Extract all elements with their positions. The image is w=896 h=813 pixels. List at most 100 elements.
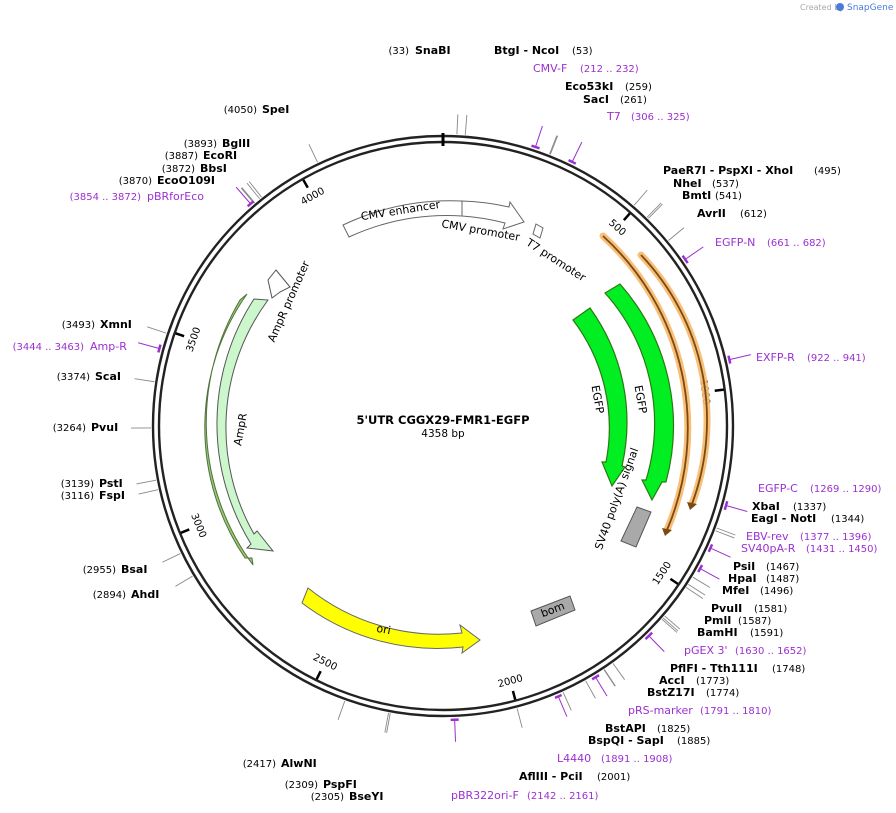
primer-l4440[interactable]: L4440 (1891 .. 1908) bbox=[557, 752, 673, 765]
site-eagi-noti[interactable]: EagI - NotI (1344) bbox=[751, 512, 864, 525]
site-bstz17i[interactable]: BstZ17I (1774) bbox=[647, 686, 739, 699]
site-paer7i[interactable]: PaeR7I - PspXI - XhoI (495) bbox=[663, 164, 841, 177]
site-pvuii[interactable]: PvuII (1581) bbox=[711, 602, 787, 615]
primer-sv40par-name: SV40pA-R bbox=[741, 542, 796, 555]
snapgene-credit: Created by SnapGene bbox=[800, 3, 894, 13]
primer-t7[interactable]: T7 (306 .. 325) bbox=[606, 110, 690, 123]
tick-4000 bbox=[302, 179, 309, 189]
feature-cmv[interactable]: CMV enhancer CMV promoter bbox=[342, 198, 525, 244]
leader-bstz17i bbox=[603, 669, 616, 687]
primer-mark-ebvrev bbox=[707, 543, 714, 553]
site-nhei[interactable]: NheI (537) bbox=[673, 177, 739, 190]
site-ecoo109i[interactable]: (3870) EcoO109I bbox=[119, 174, 215, 187]
primer-cmvf[interactable]: CMV-F (212 .. 232) bbox=[533, 62, 639, 75]
ori-arrow bbox=[301, 587, 481, 655]
site-avrii[interactable]: AvrII (612) bbox=[697, 207, 767, 220]
site-xhoi-name: - XhoI bbox=[753, 164, 793, 177]
primer-pbrforeco-range: (3854 .. 3872) bbox=[70, 192, 142, 203]
site-acci[interactable]: AccI (1773) bbox=[659, 674, 729, 687]
site-bbsi[interactable]: (3872) BbsI bbox=[162, 162, 227, 175]
site-bspqi-name: BspQI bbox=[588, 734, 624, 747]
site-bsai[interactable]: (2955) BsaI bbox=[83, 563, 148, 576]
site-btgi-ncoi[interactable]: BtgI - NcoI (53) bbox=[494, 44, 593, 57]
site-bspqi-text: BspQI - SapI bbox=[588, 734, 664, 747]
site-saci[interactable]: SacI (261) bbox=[583, 93, 647, 106]
site-bseyi[interactable]: (2305) BseYI bbox=[311, 790, 384, 803]
site-scai-name: ScaI bbox=[95, 370, 121, 383]
site-bsai-pos: (2955) bbox=[83, 565, 116, 576]
site-pspfi[interactable]: (2309) PspFI bbox=[285, 778, 357, 791]
site-mfei[interactable]: MfeI (1496) bbox=[722, 584, 793, 597]
primer-egfpn-range: (661 .. 682) bbox=[767, 238, 826, 249]
feature-ori[interactable]: ori bbox=[301, 587, 481, 655]
primer-mark-sv40par bbox=[697, 564, 704, 573]
primer-pbrforeco[interactable]: (3854 .. 3872) pBRforEco bbox=[70, 190, 205, 203]
primer-ebvrev-range: (1377 .. 1396) bbox=[800, 532, 872, 543]
site-fspi-pos: (3116) bbox=[61, 491, 94, 502]
primer-ebvrev[interactable]: EBV-rev (1377 .. 1396) bbox=[746, 530, 872, 543]
feature-ampr-promoter[interactable]: AmpR promoter bbox=[265, 259, 313, 345]
site-ecori[interactable]: (3887) EcoRI bbox=[165, 149, 237, 162]
site-bmti[interactable]: BmtI (541) bbox=[682, 189, 742, 202]
primer-amprp[interactable]: (3444 .. 3463) Amp-R bbox=[13, 340, 128, 353]
leader-fspi bbox=[138, 489, 159, 495]
site-scai[interactable]: (3374) ScaI bbox=[57, 370, 121, 383]
primer-pgex3[interactable]: pGEX 3' (1630 .. 1652) bbox=[684, 644, 807, 657]
site-pvui[interactable]: (3264) PvuI bbox=[53, 421, 118, 434]
site-bstapi-name: BstAPI bbox=[605, 722, 646, 735]
site-hpai-name: HpaI bbox=[728, 572, 757, 585]
ampr-outline-glow bbox=[204, 293, 254, 566]
primer-sv40par[interactable]: SV40pA-R (1431 .. 1450) bbox=[741, 542, 878, 555]
site-afliii-text: AflIII - PciI bbox=[519, 770, 583, 783]
feature-egfp-inner[interactable]: EGFP bbox=[572, 307, 628, 488]
site-hpai[interactable]: HpaI (1487) bbox=[728, 572, 799, 585]
site-bstapi[interactable]: BstAPI (1825) bbox=[605, 722, 690, 735]
feature-ampr[interactable]: AmpR bbox=[204, 293, 275, 566]
site-bsai-name: BsaI bbox=[121, 563, 147, 576]
site-xmni[interactable]: (3493) XmnI bbox=[62, 318, 132, 331]
site-afliii-pcii[interactable]: AflIII - PciI (2001) bbox=[519, 770, 630, 783]
primer-leader-exfpr bbox=[729, 354, 751, 361]
primer-leader-pbr322orif bbox=[454, 719, 457, 742]
site-pmli[interactable]: PmlI (1587) bbox=[704, 614, 771, 627]
site-eco53ki[interactable]: Eco53kI (259) bbox=[565, 80, 652, 93]
site-ahdi[interactable]: (2894) AhdI bbox=[93, 588, 160, 601]
primer-exfpr[interactable]: EXFP-R (922 .. 941) bbox=[756, 351, 866, 364]
site-leader-lines bbox=[131, 114, 736, 733]
egfp-outer-arrow bbox=[604, 283, 675, 502]
site-xbai[interactable]: XbaI (1337) bbox=[752, 500, 826, 513]
site-pspfi-name: PspFI bbox=[323, 778, 357, 791]
site-bglii[interactable]: (3893) BglII bbox=[184, 137, 250, 150]
tick-label-3500: 3500 bbox=[185, 326, 204, 354]
leader-mfei bbox=[686, 587, 704, 599]
primer-pgex3-range: (1630 .. 1652) bbox=[735, 646, 807, 657]
primer-prsmarker[interactable]: pRS-marker (1791 .. 1810) bbox=[628, 704, 772, 717]
site-pcii-name: - PciI bbox=[548, 770, 583, 783]
primer-leader-cmvf bbox=[535, 125, 543, 148]
site-pflfi-tth111i[interactable]: PflFI - Tth111I (1748) bbox=[670, 662, 805, 675]
feature-t7-promoter[interactable]: T7 promoter bbox=[523, 223, 589, 284]
site-psii[interactable]: PsiI (1467) bbox=[733, 560, 799, 573]
site-spei[interactable]: (4050) SpeI bbox=[224, 103, 290, 116]
primer-pbr322orif[interactable]: pBR322ori-F (2142 .. 2161) bbox=[451, 789, 599, 802]
site-bseyi-pos: (2305) bbox=[311, 792, 344, 803]
site-tth111i-name: - Tth111I bbox=[698, 662, 758, 675]
site-ahdi-name: AhdI bbox=[131, 588, 159, 601]
site-fspi-name: FspI bbox=[99, 489, 125, 502]
site-snabi[interactable]: (33) SnaBI bbox=[388, 44, 450, 57]
site-xmni-pos: (3493) bbox=[62, 320, 95, 331]
feature-bom[interactable]: bom bbox=[530, 595, 576, 627]
feature-egfp-outer[interactable]: EGFP bbox=[604, 283, 675, 502]
site-spei-pos: (4050) bbox=[224, 105, 257, 116]
primer-egfpc[interactable]: EGFP-C (1269 .. 1290) bbox=[758, 482, 882, 495]
primer-egfpn[interactable]: EGFP-N (661 .. 682) bbox=[715, 236, 826, 249]
site-psti[interactable]: (3139) PstI bbox=[61, 477, 123, 490]
site-bamhi[interactable]: BamHI (1591) bbox=[697, 626, 783, 639]
primer-pbr322orif-range: (2142 .. 2161) bbox=[527, 791, 599, 802]
site-fspi[interactable]: (3116) FspI bbox=[61, 489, 125, 502]
primer-pgex3-name: pGEX 3' bbox=[684, 644, 728, 657]
leader-saci bbox=[549, 135, 559, 155]
site-alwni[interactable]: (2417) AlwNI bbox=[243, 757, 317, 770]
site-bspqi-sapi[interactable]: BspQI - SapI (1885) bbox=[588, 734, 710, 747]
